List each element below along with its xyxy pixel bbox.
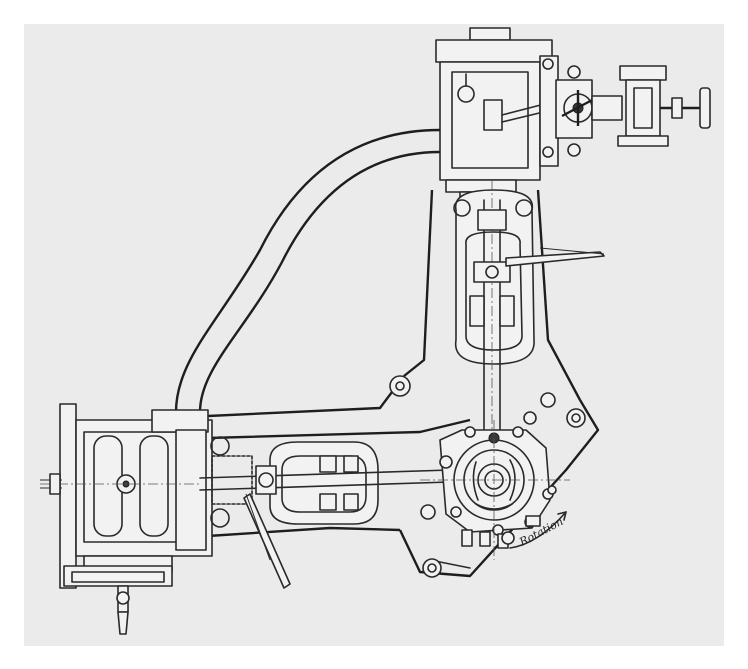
horizontal-crosshead-guide <box>199 436 451 589</box>
left-cylinder <box>40 403 213 635</box>
main-frame <box>207 189 600 578</box>
curved-arm <box>174 128 441 413</box>
crank-wheel <box>420 420 570 560</box>
vertical-crosshead-guide <box>453 180 605 480</box>
